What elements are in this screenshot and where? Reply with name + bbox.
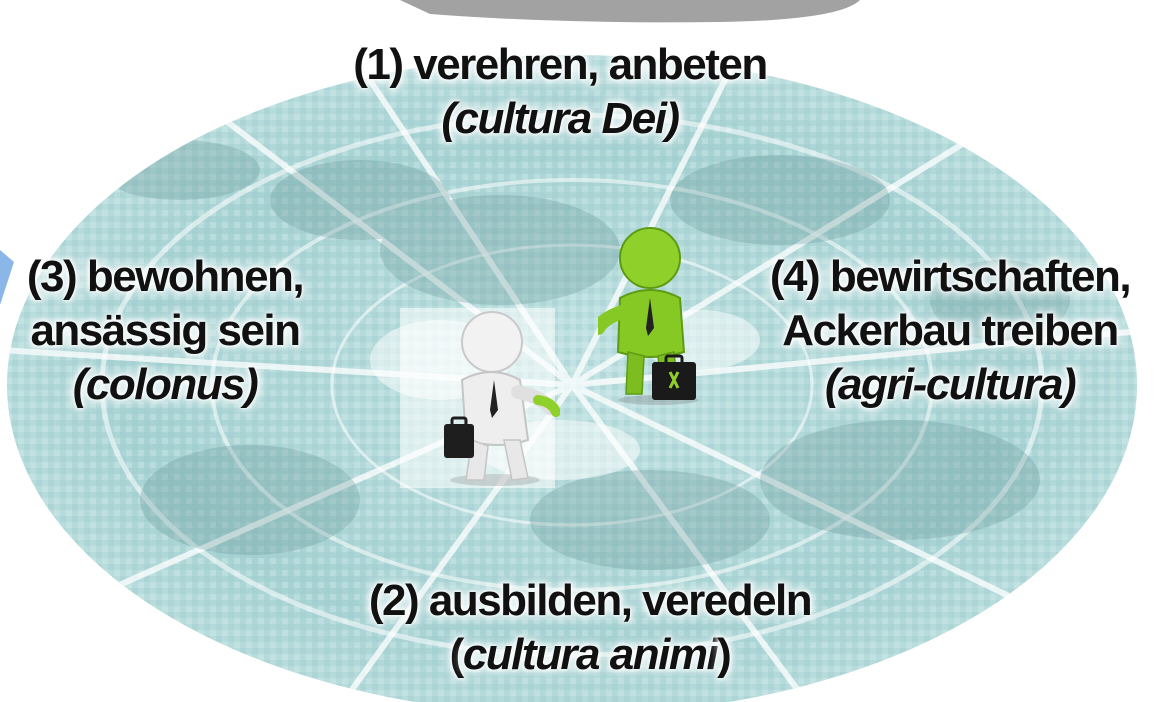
label-bewohnen-latin: (colonus) bbox=[72, 360, 259, 409]
label-ausbilden-latin-text: cultura animi bbox=[462, 630, 719, 679]
paren-open: ( bbox=[449, 630, 465, 679]
paren-close: ) bbox=[717, 630, 732, 679]
label-bewirtschaften: (4) bewirtschaften, Ackerbau treiben (ag… bbox=[755, 250, 1145, 412]
label-bewirtschaften-line2: Ackerbau treiben bbox=[782, 306, 1119, 355]
label-bewohnen: (3) bewohnen, ansässig sein (colonus) bbox=[10, 250, 320, 412]
label-bewirtschaften-line1: (4) bewirtschaften, bbox=[769, 252, 1132, 301]
label-ausbilden-line1: (2) ausbilden, veredeln bbox=[368, 576, 813, 625]
label-bewohnen-line1: (3) bewohnen, bbox=[26, 252, 305, 301]
label-bewohnen-line2: ansässig sein bbox=[30, 306, 301, 355]
label-ausbilden: (2) ausbilden, veredeln (cultura animi) bbox=[330, 574, 850, 682]
label-verehren-line1: (1) verehren, anbeten bbox=[353, 40, 768, 89]
green-businessman-figure bbox=[598, 227, 698, 405]
label-verehren: (1) verehren, anbeten (cultura Dei) bbox=[310, 38, 810, 146]
label-verehren-latin: (cultura Dei) bbox=[441, 94, 680, 143]
white-businessman-figure bbox=[400, 308, 560, 488]
label-ausbilden-latin: (cultura animi) bbox=[330, 628, 850, 682]
label-bewirtschaften-latin: (agri-cultura) bbox=[824, 360, 1077, 409]
